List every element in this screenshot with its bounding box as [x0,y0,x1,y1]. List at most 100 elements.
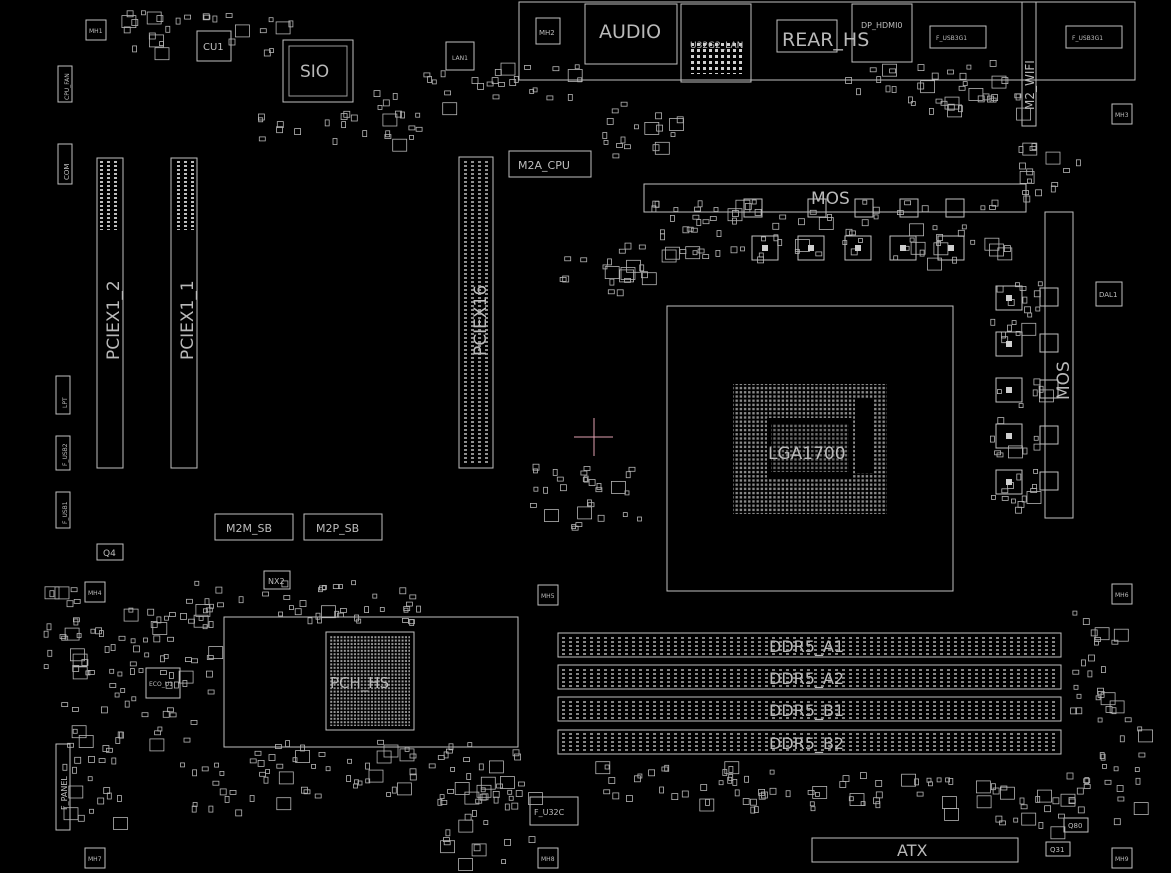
smd-footprint [208,621,214,628]
smd-footprint [201,766,209,772]
smd-footprint [514,753,521,761]
ddr5-a1-slot[interactable]: DDR5_A1 [557,632,1062,658]
smd-footprint [935,98,943,104]
smd-footprint [99,630,104,637]
smd-footprint [212,780,220,786]
smd-footprint [713,207,719,212]
smd-footprint [511,802,519,810]
smd-footprint [480,776,496,790]
smd-footprint [202,13,210,21]
smd-footprint [596,482,602,490]
smd-footprint [875,791,883,799]
smd-footprint [111,757,117,765]
f-usb1-label: F_USB1 [62,501,69,524]
smd-footprint [889,68,896,74]
smd-footprint [225,13,233,18]
smd-footprint [947,69,954,75]
smd-footprint [263,776,269,784]
crosshair-cursor [574,418,613,456]
dal1-label: DAL1 [1099,291,1117,299]
smd-footprint [909,223,924,237]
ddr5-b1-slot[interactable]: DDR5_B1 [557,696,1062,722]
m2a-cpu-slot[interactable]: M2A_CPU [508,150,592,178]
smd-footprint [597,514,605,522]
smd-footprint [869,67,877,73]
smd-footprint [208,646,224,659]
smd-footprint [685,246,701,260]
smd-footprint [202,624,208,630]
m2p-sb-slot[interactable]: M2P_SB [303,513,383,541]
smd-footprint [564,256,572,262]
smd-footprint [980,205,986,211]
smd-footprint [219,771,225,776]
smd-footprint [130,638,136,644]
smd-footprint [409,768,417,776]
cpu-socket[interactable]: LGA1700 [666,305,954,592]
smd-footprint [492,94,500,100]
ddr5-a2-slot[interactable]: DDR5_A2 [557,664,1062,690]
smd-footprint [604,266,620,280]
smd-footprint [159,670,167,675]
smd-footprint [149,34,164,48]
smd-footprint [1004,245,1011,253]
smd-footprint [295,750,311,763]
smd-footprint [1039,389,1054,403]
smd-footprint [1070,707,1077,715]
smd-footprint [1133,802,1149,815]
smd-footprint [1088,654,1095,662]
f-usb2-label: F_USB2 [62,443,69,466]
smd-footprint [338,584,343,589]
lan1-chip[interactable]: LAN1 [445,41,475,71]
smd-footprint [660,229,665,235]
smd-footprint [989,97,997,103]
ddr5-b2-slot[interactable]: DDR5_B2 [557,729,1062,755]
smd-footprint [415,112,421,118]
smd-footprint [294,128,302,136]
smd-footprint [700,784,708,791]
nx2-chip: NX2 [263,570,291,590]
lan1-label: LAN1 [452,55,468,62]
smd-footprint [66,600,74,608]
smd-footprint [875,801,881,809]
smd-footprint [637,516,642,522]
m2m-sb-slot[interactable]: M2M_SB [214,513,294,541]
sio-chip[interactable]: SIO [282,39,354,103]
smd-footprint [606,118,614,125]
smd-footprint [464,813,472,821]
smd-footprint [997,389,1002,395]
pciex16-slot[interactable]: PCIEX16 [458,156,494,469]
smd-footprint [401,618,409,623]
smd-footprint [416,605,421,613]
pch-heatsink[interactable]: PCH_HS [223,616,519,748]
f-u32c-connector[interactable]: F_U32C [529,796,579,826]
pciex1-2-slot[interactable]: PCIEX1_2 [96,157,124,469]
cu1-chip[interactable]: CU1 [196,30,232,62]
smd-footprint [437,798,443,806]
smd-footprint [991,94,998,101]
smd-footprint [1021,812,1037,826]
smd-footprint [141,712,149,718]
smd-footprint [123,608,139,622]
smd-footprint [493,796,499,804]
pciex1-1-slot[interactable]: PCIEX1_1 [170,157,198,469]
smd-footprint [73,599,81,604]
smd-footprint [445,829,451,837]
smd-footprint [265,769,271,774]
smd-footprint [860,801,866,806]
smd-footprint [544,509,559,523]
smd-footprint [1022,190,1029,196]
smd-footprint [919,249,925,257]
smd-footprint [1033,443,1041,451]
smd-footprint [732,210,739,217]
mh4-label: MH4 [88,590,102,597]
smd-footprint [437,755,445,760]
smd-footprint [546,95,554,101]
smd-footprint [396,782,412,796]
atx-connector[interactable]: ATX [811,837,1019,863]
smd-footprint [423,72,431,78]
smd-footprint [845,77,852,84]
smd-footprint [936,233,943,241]
smd-footprint [164,615,169,621]
smd-footprint [987,95,994,103]
